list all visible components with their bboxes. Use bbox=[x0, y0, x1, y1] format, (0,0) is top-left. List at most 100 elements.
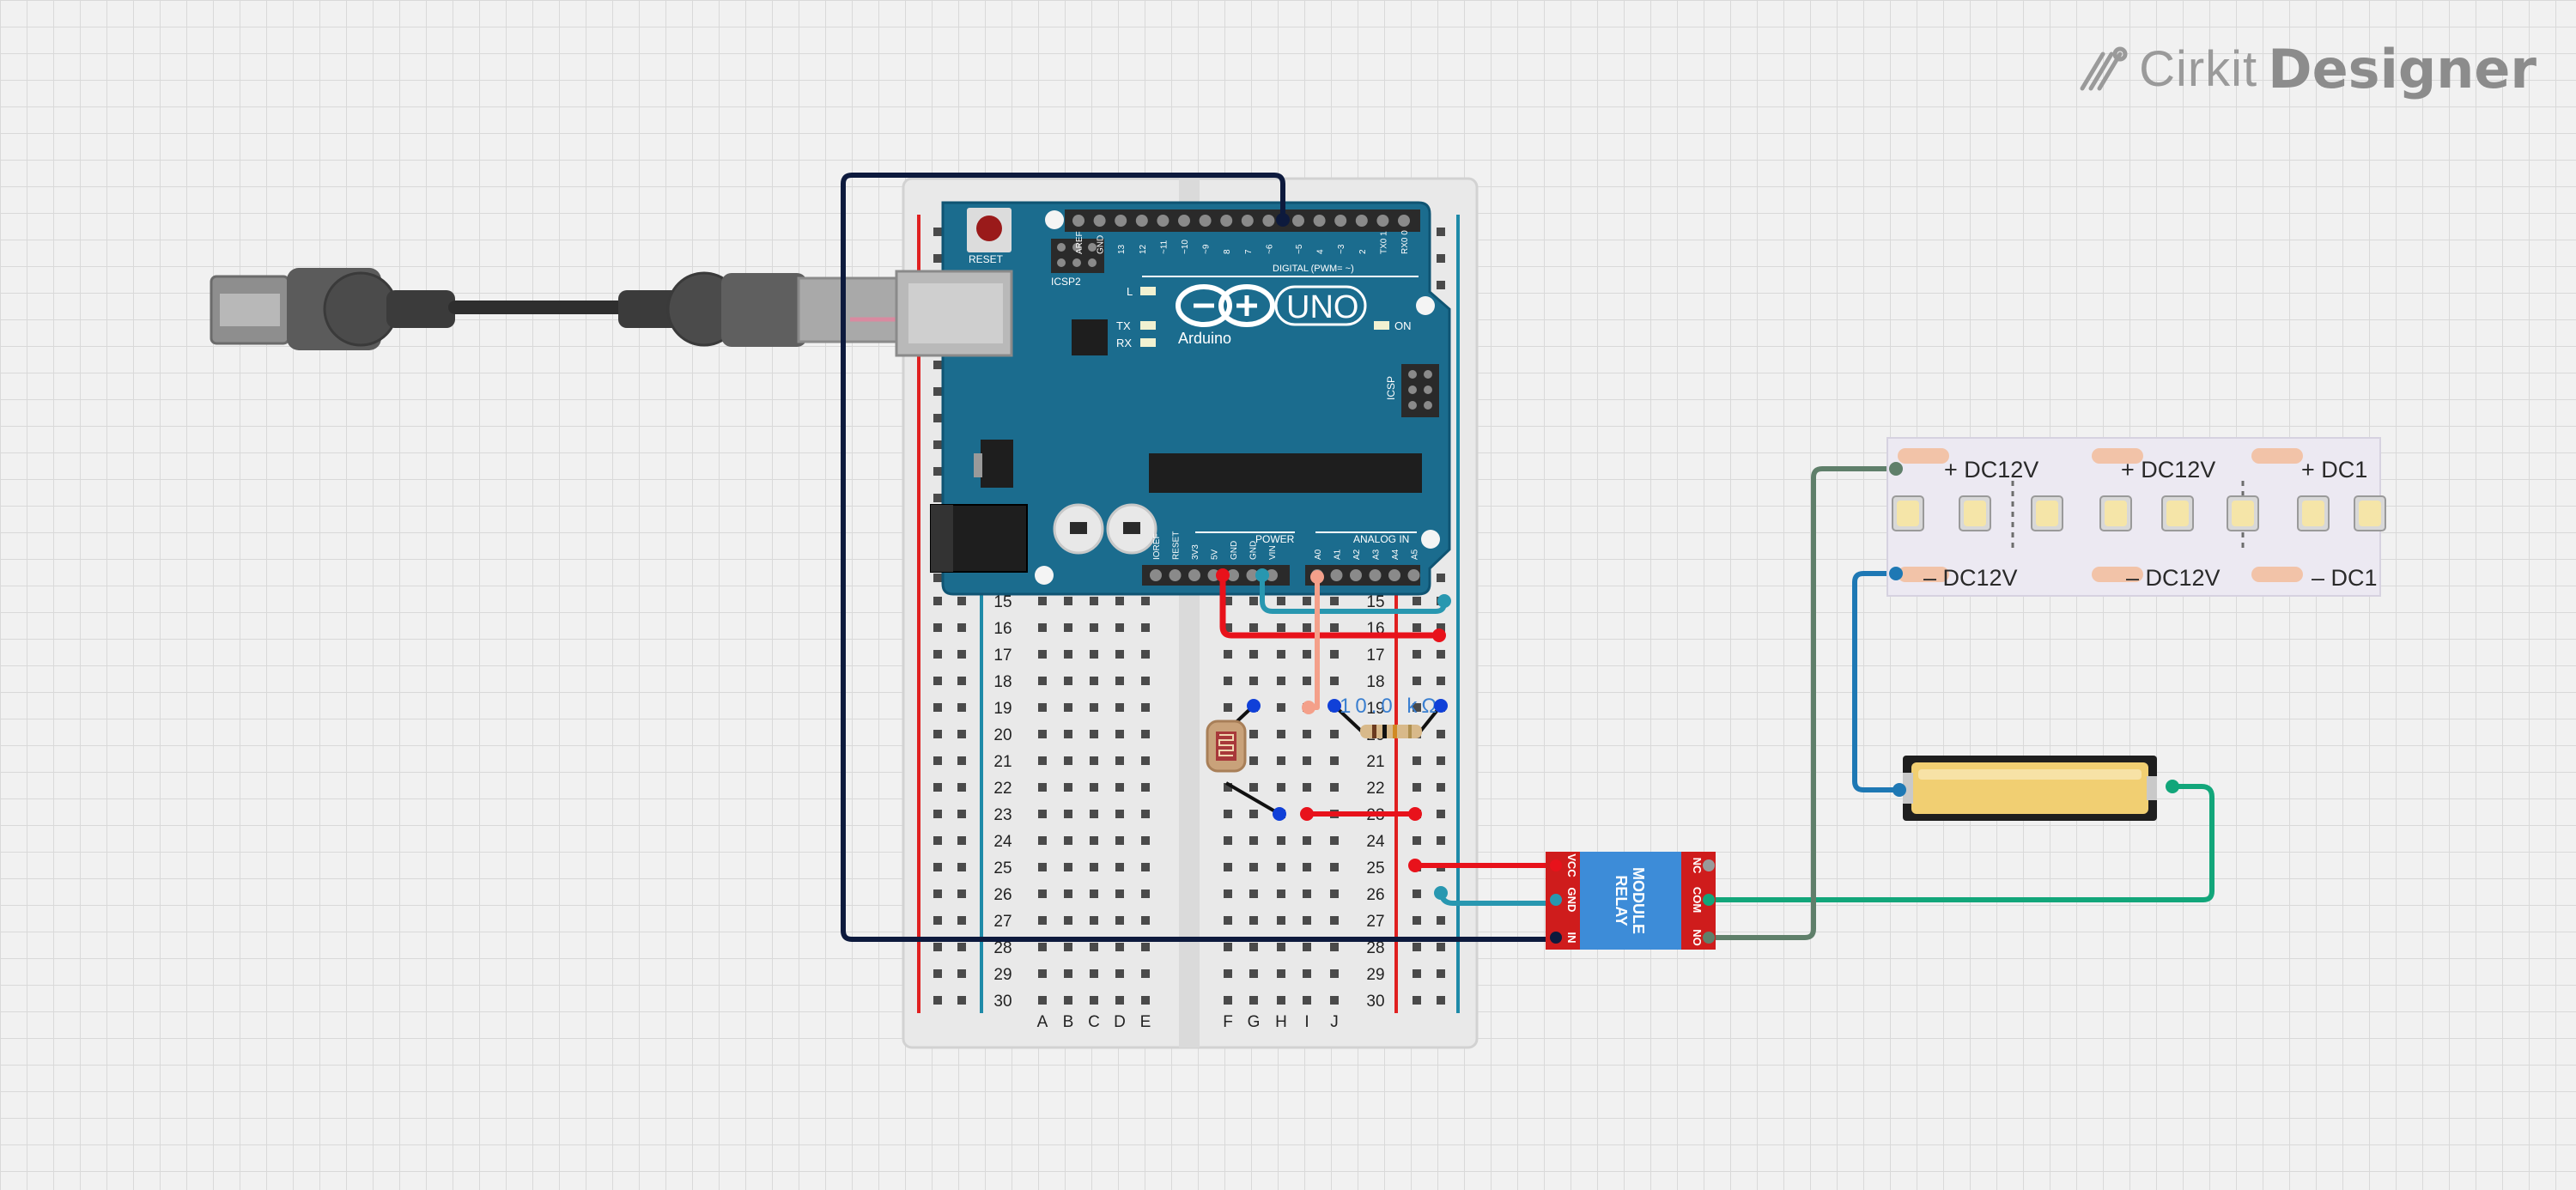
breadboard-hole[interactable] bbox=[1224, 889, 1232, 898]
breadboard-hole[interactable] bbox=[957, 969, 966, 978]
breadboard-hole[interactable] bbox=[1277, 969, 1285, 978]
breadboard-hole[interactable] bbox=[1437, 943, 1445, 951]
breadboard-hole[interactable] bbox=[1437, 916, 1445, 925]
analog-pin[interactable] bbox=[1350, 569, 1362, 581]
breadboard-hole[interactable] bbox=[933, 756, 942, 765]
battery[interactable] bbox=[1893, 756, 2179, 821]
breadboard-hole[interactable] bbox=[1115, 703, 1124, 712]
breadboard-hole[interactable] bbox=[1064, 677, 1072, 685]
breadboard-hole[interactable] bbox=[957, 783, 966, 792]
breadboard-hole[interactable] bbox=[1090, 677, 1098, 685]
icsp2-pin[interactable] bbox=[1088, 243, 1097, 252]
digital-pin[interactable] bbox=[1376, 215, 1389, 227]
wire-relay-com-to-battery[interactable] bbox=[1706, 784, 2215, 902]
breadboard-hole[interactable] bbox=[933, 414, 942, 422]
resistor-end-left[interactable] bbox=[1327, 699, 1341, 713]
breadboard-hole[interactable] bbox=[1303, 730, 1311, 738]
resistor-end-right[interactable] bbox=[1434, 699, 1448, 713]
relay-left-pin[interactable] bbox=[1550, 894, 1562, 906]
breadboard-hole[interactable] bbox=[1413, 943, 1421, 951]
breadboard-hole[interactable] bbox=[933, 650, 942, 659]
breadboard-hole[interactable] bbox=[1224, 943, 1232, 951]
breadboard-hole[interactable] bbox=[1413, 783, 1421, 792]
breadboard-hole[interactable] bbox=[1277, 703, 1285, 712]
breadboard-hole[interactable] bbox=[1115, 969, 1124, 978]
icsp2-pin[interactable] bbox=[1072, 258, 1081, 267]
digital-pin[interactable] bbox=[1398, 215, 1410, 227]
usb-cable[interactable] bbox=[210, 268, 910, 350]
breadboard-hole[interactable] bbox=[933, 996, 942, 1005]
breadboard-hole[interactable] bbox=[1437, 574, 1445, 582]
breadboard-hole[interactable] bbox=[1224, 783, 1232, 792]
breadboard-hole[interactable] bbox=[933, 783, 942, 792]
breadboard-hole[interactable] bbox=[1115, 623, 1124, 632]
breadboard-hole[interactable] bbox=[1413, 756, 1421, 765]
digital-pin[interactable] bbox=[1334, 215, 1347, 227]
breadboard-hole[interactable] bbox=[1249, 863, 1258, 871]
breadboard-hole[interactable] bbox=[1277, 889, 1285, 898]
breadboard-hole[interactable] bbox=[1330, 623, 1339, 632]
breadboard-hole[interactable] bbox=[1224, 650, 1232, 659]
breadboard-hole[interactable] bbox=[1038, 810, 1047, 818]
breadboard-hole[interactable] bbox=[1303, 623, 1311, 632]
breadboard-hole[interactable] bbox=[957, 730, 966, 738]
breadboard-hole[interactable] bbox=[1249, 916, 1258, 925]
digital-pin[interactable] bbox=[1220, 215, 1233, 227]
breadboard-hole[interactable] bbox=[1437, 783, 1445, 792]
power-pin[interactable] bbox=[1169, 569, 1182, 581]
wire-end-row23-i[interactable] bbox=[1300, 807, 1314, 821]
breadboard-hole[interactable] bbox=[1330, 943, 1339, 951]
breadboard-hole[interactable] bbox=[933, 228, 942, 236]
icsp2-pin[interactable] bbox=[1057, 258, 1066, 267]
digital-pin[interactable] bbox=[1115, 215, 1127, 227]
breadboard-hole[interactable] bbox=[1330, 996, 1339, 1005]
breadboard-hole[interactable] bbox=[1090, 943, 1098, 951]
breadboard-hole[interactable] bbox=[1303, 597, 1311, 605]
breadboard-hole[interactable] bbox=[1249, 597, 1258, 605]
power-pin[interactable] bbox=[1150, 569, 1162, 581]
breadboard-hole[interactable] bbox=[1141, 969, 1150, 978]
breadboard-hole[interactable] bbox=[1141, 597, 1150, 605]
strip-plus-terminal[interactable] bbox=[1889, 462, 1903, 476]
breadboard-hole[interactable] bbox=[1277, 836, 1285, 845]
breadboard-hole[interactable] bbox=[1277, 916, 1285, 925]
breadboard-hole[interactable] bbox=[933, 730, 942, 738]
breadboard-hole[interactable] bbox=[1090, 730, 1098, 738]
breadboard-hole[interactable] bbox=[957, 996, 966, 1005]
breadboard-hole[interactable] bbox=[933, 494, 942, 502]
breadboard-hole[interactable] bbox=[1115, 916, 1124, 925]
breadboard-hole[interactable] bbox=[933, 943, 942, 951]
breadboard-hole[interactable] bbox=[1249, 623, 1258, 632]
wire-relay-no-to-strip-plus[interactable] bbox=[1706, 466, 1899, 940]
icsp-pin[interactable] bbox=[1408, 386, 1417, 394]
breadboard-hole[interactable] bbox=[933, 440, 942, 449]
breadboard-hole[interactable] bbox=[1249, 969, 1258, 978]
digital-pin[interactable] bbox=[1093, 215, 1106, 227]
power-pin[interactable] bbox=[1266, 569, 1278, 581]
breadboard-hole[interactable] bbox=[1303, 677, 1311, 685]
icsp-pin[interactable] bbox=[1424, 401, 1432, 410]
breadboard-hole[interactable] bbox=[1038, 889, 1047, 898]
breadboard-hole[interactable] bbox=[1303, 650, 1311, 659]
breadboard-hole[interactable] bbox=[1115, 650, 1124, 659]
breadboard-hole[interactable] bbox=[1141, 730, 1150, 738]
breadboard-hole[interactable] bbox=[957, 943, 966, 951]
wire-end-gnd[interactable] bbox=[1255, 568, 1269, 582]
breadboard-hole[interactable] bbox=[957, 623, 966, 632]
breadboard-hole[interactable] bbox=[1090, 863, 1098, 871]
breadboard-hole[interactable] bbox=[957, 703, 966, 712]
icsp-pin[interactable] bbox=[1424, 386, 1432, 394]
breadboard-hole[interactable] bbox=[1090, 916, 1098, 925]
breadboard-hole[interactable] bbox=[1064, 916, 1072, 925]
breadboard-hole[interactable] bbox=[1437, 650, 1445, 659]
breadboard-hole[interactable] bbox=[1224, 623, 1232, 632]
breadboard-hole[interactable] bbox=[1090, 810, 1098, 818]
breadboard-hole[interactable] bbox=[1115, 996, 1124, 1005]
icsp2-pin[interactable] bbox=[1088, 258, 1097, 267]
wire-end-row25[interactable] bbox=[1408, 859, 1422, 872]
breadboard-hole[interactable] bbox=[933, 863, 942, 871]
breadboard-hole[interactable] bbox=[1303, 916, 1311, 925]
relay-right-pin[interactable] bbox=[1703, 859, 1715, 871]
wire-strip-minus-to-battery[interactable] bbox=[1852, 571, 1902, 792]
